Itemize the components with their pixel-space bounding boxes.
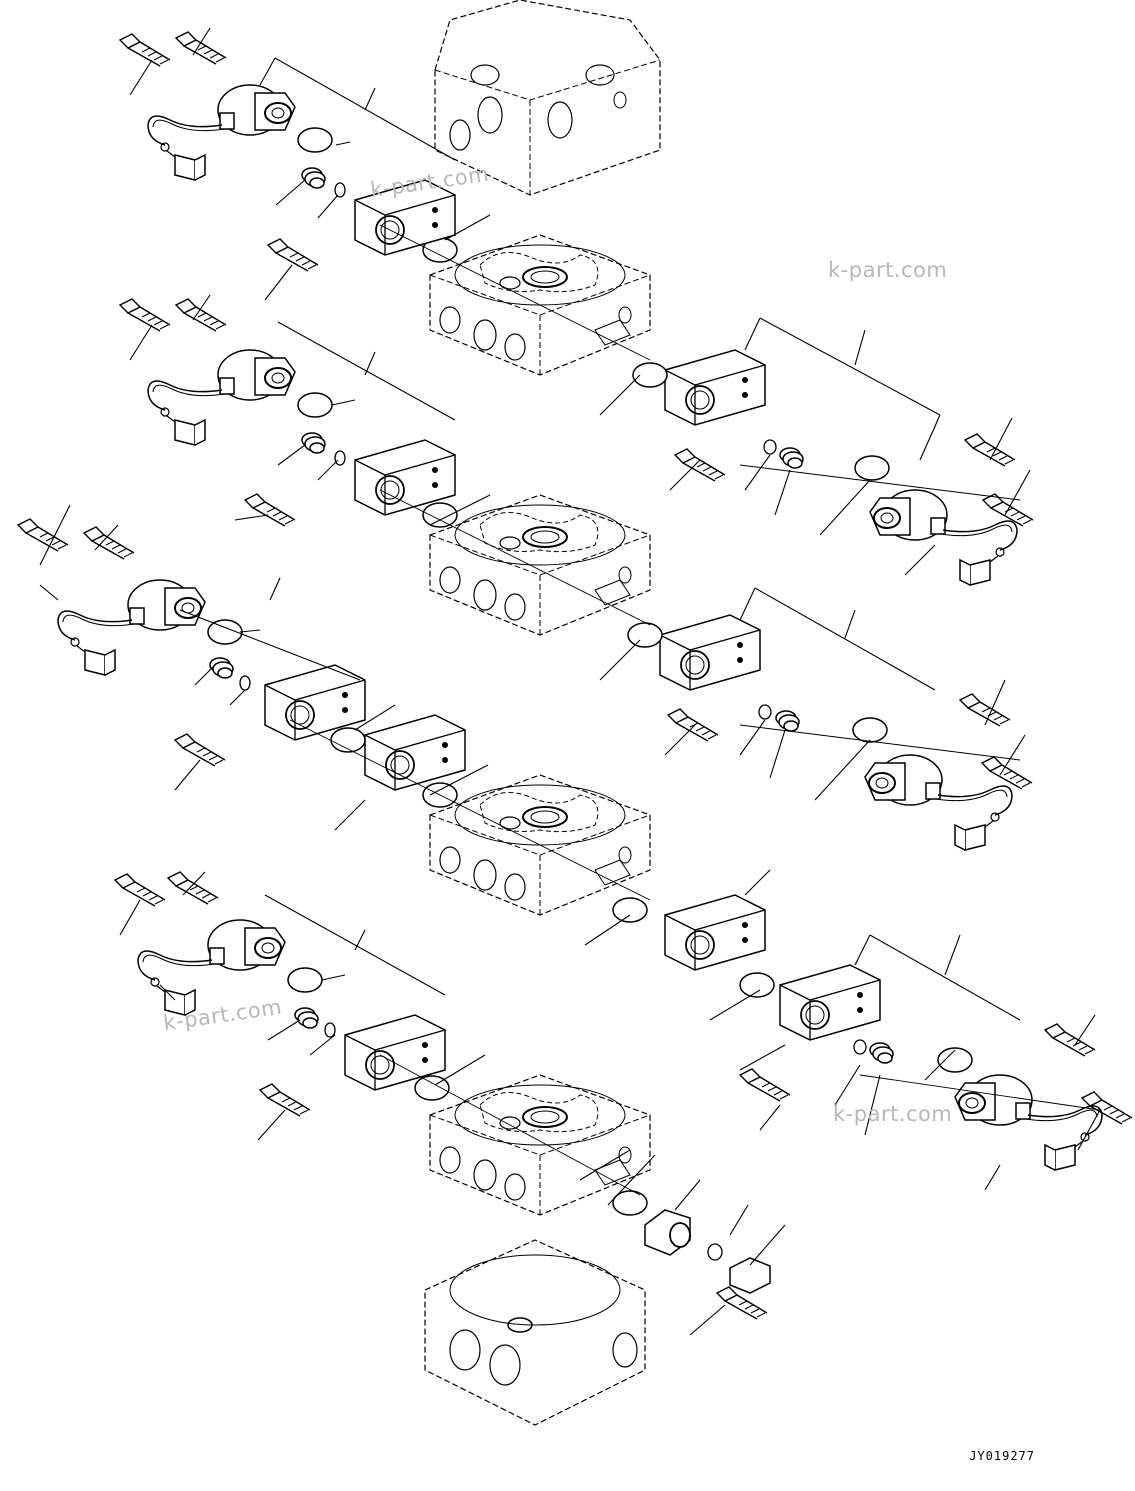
bolt-right-1b: [964, 433, 1016, 467]
leader-lines: [39, 27, 1101, 1336]
o-ring-right-5: [852, 717, 888, 743]
o-ring-right-3: [612, 897, 648, 923]
bolt-right-2c: [981, 756, 1033, 790]
solenoid-block-right-2: [659, 614, 761, 691]
drawing-code: JY019277: [969, 1449, 1035, 1463]
bolt-bottom: [716, 1286, 768, 1320]
valve-block-5: [429, 1074, 651, 1216]
o-ring-left-1: [297, 127, 333, 153]
bolt-left-3b: [83, 526, 135, 560]
bolt-right-3a: [739, 1068, 791, 1102]
o-ring-right-6: [739, 972, 775, 998]
solenoid-block-right-3: [779, 964, 881, 1041]
solenoid-valve-left-3: [57, 579, 206, 676]
bolt-left-2a: [119, 298, 171, 332]
o-ring-left-7: [330, 727, 366, 753]
valve-block-bottom: [424, 1239, 646, 1426]
bolt-right-2b: [959, 693, 1011, 727]
small-ring-left-1: [334, 182, 346, 198]
plug-left-3: [209, 657, 234, 679]
watermark-4: k-part.com: [833, 1102, 953, 1126]
valve-block-top: [434, 0, 661, 196]
bolt-left-3c: [174, 733, 226, 767]
relief-valve-fitting: [644, 1209, 691, 1256]
solenoid-valve-right-3: [954, 1074, 1103, 1171]
watermark-2: k-part.com: [828, 258, 948, 282]
bolt-left-4b: [167, 871, 219, 905]
small-ring-left-3: [239, 675, 251, 691]
bolt-left-1a: [119, 33, 171, 67]
small-ring-bottom: [707, 1243, 723, 1261]
o-ring-right-2: [627, 622, 663, 648]
bolt-left-1b: [175, 31, 227, 65]
o-ring-left-4: [287, 967, 323, 993]
small-ring-right-2: [758, 704, 772, 720]
o-ring-right-7: [937, 1047, 973, 1073]
solenoid-valve-left-2: [147, 349, 296, 446]
o-ring-right-1: [632, 362, 668, 388]
bolt-right-3b: [1044, 1023, 1096, 1057]
o-ring-left-6: [422, 502, 458, 528]
plug-right-2: [775, 710, 800, 732]
bolt-left-2c: [244, 493, 296, 527]
bolt-right-1a: [674, 448, 726, 482]
plug-left-1: [301, 167, 326, 189]
solenoid-block-right-1: [664, 349, 766, 426]
bolt-right-3c: [1081, 1091, 1133, 1125]
valve-block-3: [429, 494, 651, 636]
spacer-block-right-3: [664, 894, 766, 971]
bolt-left-1c: [267, 238, 319, 272]
spacer-block-left-3: [364, 714, 466, 791]
small-ring-left-2: [334, 450, 346, 466]
o-ring-right-4: [854, 455, 890, 481]
plug-left-4: [294, 1007, 319, 1029]
small-ring-left-4: [324, 1022, 336, 1038]
bolt-left-4c: [259, 1083, 311, 1117]
small-ring-right-1: [763, 439, 777, 455]
bolt-right-2a: [667, 708, 719, 742]
o-ring-left-2: [297, 392, 333, 418]
cap-plug-bottom: [729, 1257, 771, 1294]
bolt-left-2b: [175, 298, 227, 332]
small-ring-right-3: [853, 1039, 867, 1055]
plug-left-2: [301, 432, 326, 454]
plug-right-3: [869, 1042, 894, 1064]
bolt-left-4a: [114, 873, 166, 907]
plug-right-1: [779, 447, 804, 469]
solenoid-valve-left-1: [147, 84, 296, 181]
